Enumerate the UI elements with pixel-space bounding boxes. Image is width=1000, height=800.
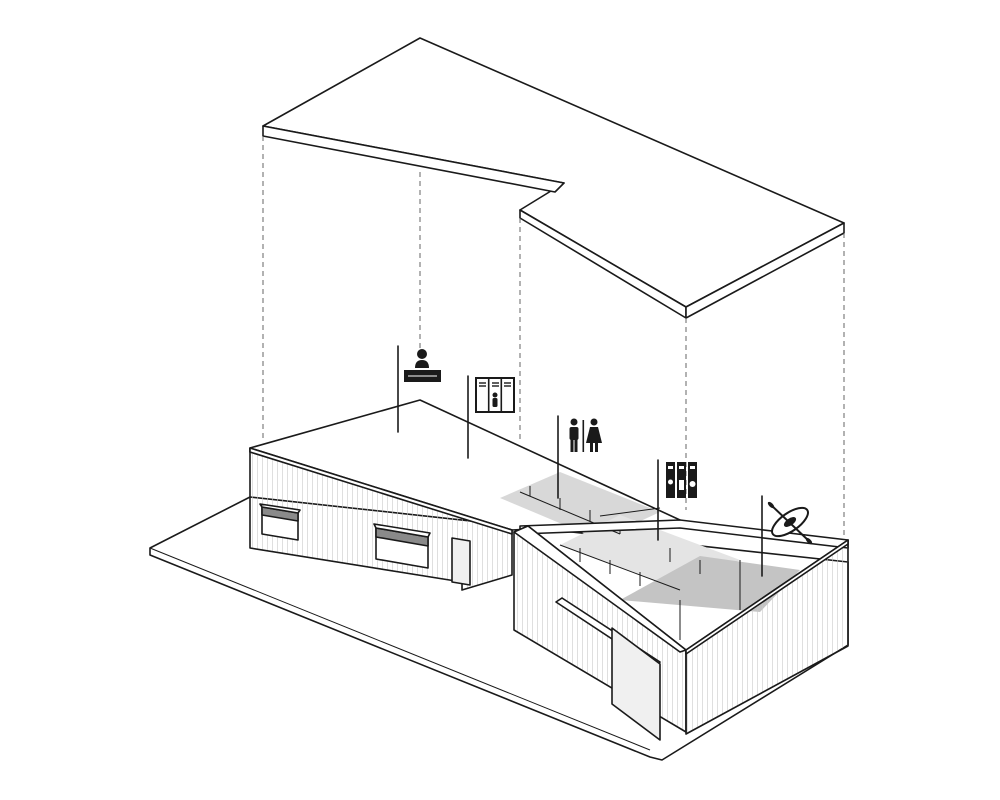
kayak-icon <box>767 501 813 545</box>
entry-opening <box>451 537 471 586</box>
garage-opening <box>611 627 661 741</box>
kayak-floor <box>620 556 800 612</box>
equipment-storage-icon <box>666 462 697 498</box>
callout-leaders <box>397 345 763 577</box>
window-left <box>259 503 301 541</box>
projection-guides <box>262 136 845 540</box>
washroom-icon <box>569 418 602 452</box>
storage-bays <box>559 544 701 591</box>
lockers-icon <box>475 377 515 413</box>
reception-desk-icon <box>404 349 441 382</box>
roof-slab <box>262 37 845 319</box>
window-right <box>373 523 431 569</box>
right-wing <box>500 472 849 741</box>
